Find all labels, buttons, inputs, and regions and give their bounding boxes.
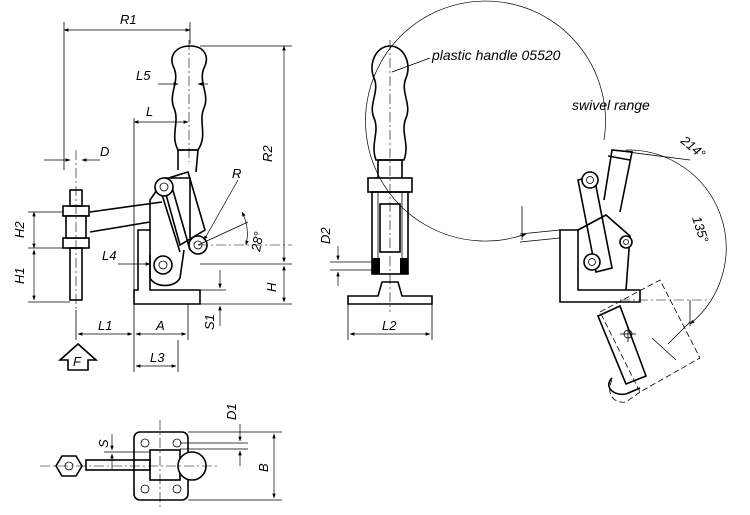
label-h2: H2 <box>12 221 27 238</box>
label-l4: L4 <box>102 248 116 263</box>
front-view <box>330 40 433 340</box>
label-h: H <box>264 282 279 292</box>
label-l: L <box>146 104 153 119</box>
label-s1: S1 <box>202 314 217 330</box>
label-r: R <box>232 166 241 181</box>
label-h1: H1 <box>12 267 27 284</box>
label-d: D <box>100 144 109 159</box>
label-r1: R1 <box>120 12 137 27</box>
label-d2: D2 <box>318 227 333 244</box>
note-plastic-handle: plastic handle 05520 <box>431 47 561 63</box>
label-r2: R2 <box>260 145 275 162</box>
label-angle-135: 135° <box>689 214 712 244</box>
label-angle-214: 214° <box>677 132 708 161</box>
handle-grip <box>171 45 208 151</box>
swivel-view <box>365 0 727 403</box>
side-view <box>28 22 292 372</box>
label-l3: L3 <box>150 350 165 365</box>
label-s: S <box>96 439 111 448</box>
label-l1: L1 <box>98 318 112 333</box>
top-view <box>40 420 282 510</box>
force-arrow <box>57 342 99 371</box>
label-f: F <box>73 354 82 369</box>
label-a: A <box>155 318 165 333</box>
label-b: B <box>256 463 271 472</box>
label-l2: L2 <box>382 318 397 333</box>
label-d1: D1 <box>224 403 239 420</box>
label-l5: L5 <box>136 68 151 83</box>
note-swivel-range: swivel range <box>572 97 650 113</box>
label-angle-28: 28° <box>248 231 266 254</box>
